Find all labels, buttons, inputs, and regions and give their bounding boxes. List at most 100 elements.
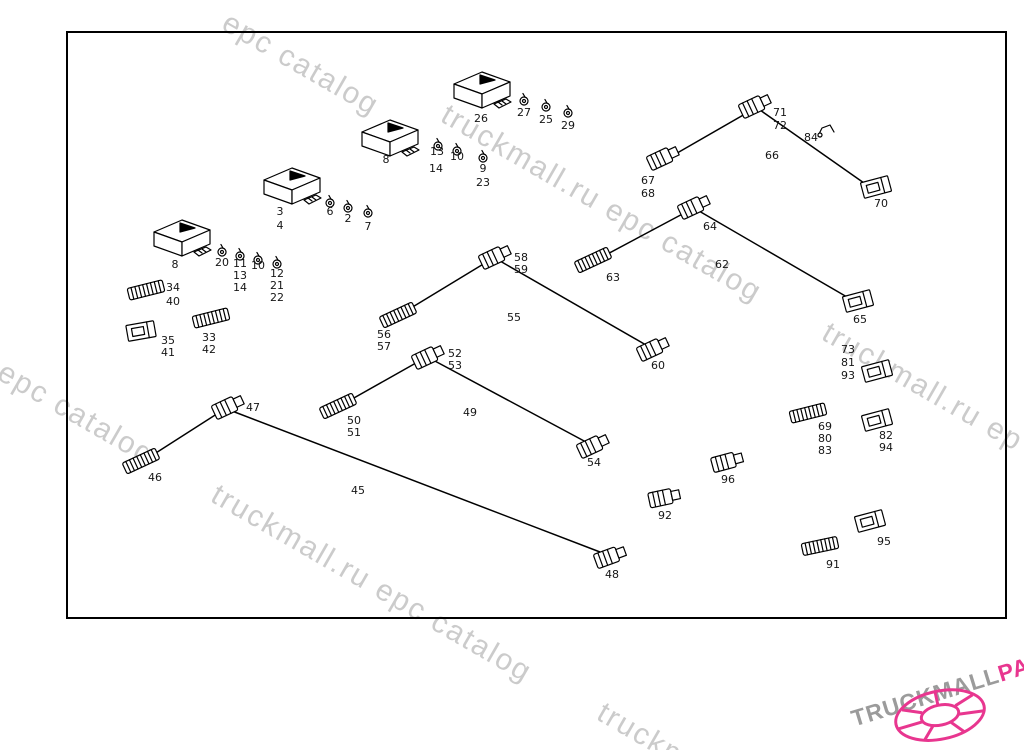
- part-number-label: 63: [606, 271, 620, 284]
- part-number-label: 68: [641, 187, 655, 200]
- part-number-label: 50: [347, 414, 361, 427]
- part-number-label: 35: [161, 334, 175, 347]
- part-number-label: 60: [651, 359, 665, 372]
- part-glyph-block-73: [861, 359, 893, 383]
- part-glyph-plug-11: [235, 247, 245, 261]
- part-number-label: 4: [277, 219, 284, 232]
- wire-line: [599, 209, 691, 259]
- part-glyph-block-95: [854, 509, 886, 533]
- part-number-label: 21: [270, 279, 284, 292]
- part-number-label: 65: [853, 313, 867, 326]
- wire-line: [499, 260, 647, 346]
- part-glyph-pin2-52: [411, 345, 445, 370]
- wire-line: [344, 358, 424, 404]
- part-number-label: 34: [166, 281, 180, 294]
- part-number-label: 45: [351, 484, 365, 497]
- part-glyph-pin2-47: [211, 395, 245, 420]
- part-glyph-relay-8: [361, 119, 420, 157]
- part-number-label: 56: [377, 328, 391, 341]
- part-number-label: 52: [448, 347, 462, 360]
- part-glyph-plug-10: [452, 142, 462, 156]
- part-number-label: 94: [879, 441, 893, 454]
- part-number-label: 95: [877, 535, 891, 548]
- part-glyph-block-35: [125, 320, 157, 342]
- part-glyph-pin2-54: [576, 434, 610, 459]
- part-glyph-strip-91: [800, 536, 840, 556]
- part-number-label: 25: [539, 113, 553, 126]
- part-number-label: 82: [879, 429, 893, 442]
- part-number-label: 47: [246, 401, 260, 414]
- part-number-label: 67: [641, 174, 655, 187]
- part-glyph-plug-10: [253, 251, 263, 265]
- part-number-label: 62: [715, 258, 729, 271]
- part-number-label: 10: [251, 259, 265, 272]
- part-number-label: 72: [773, 119, 787, 132]
- part-number-label: 69: [818, 420, 832, 433]
- part-number-label: 29: [561, 119, 575, 132]
- part-number-label: 9: [480, 162, 487, 175]
- part-glyph-pin2-92: [647, 488, 682, 509]
- part-glyph-relay-3: [263, 167, 322, 205]
- part-number-label: 3: [277, 205, 284, 218]
- part-number-label: 91: [826, 558, 840, 571]
- part-number-label: 41: [161, 346, 175, 359]
- part-glyph-plug-7: [363, 204, 373, 218]
- part-number-label: 23: [476, 176, 490, 189]
- part-glyph-strip-50: [319, 393, 357, 419]
- part-glyph-pin2-67: [646, 146, 680, 171]
- part-glyph-pin2-71: [738, 94, 772, 119]
- part-glyph-plug-25: [541, 98, 551, 112]
- part-number-label: 51: [347, 426, 361, 439]
- wire-line: [698, 210, 848, 298]
- part-number-label: 22: [270, 291, 284, 304]
- part-number-label: 13: [430, 145, 444, 158]
- part-glyph-pin2-64: [677, 195, 711, 220]
- part-glyph-relay-8: [153, 219, 212, 257]
- part-number-label: 8: [383, 153, 390, 166]
- part-number-label: 92: [658, 509, 672, 522]
- part-glyph-strip-33: [191, 307, 231, 329]
- diagram-frame: [66, 31, 1007, 619]
- part-number-label: 64: [703, 220, 717, 233]
- part-glyph-pin2-60: [636, 337, 670, 362]
- part-glyph-block-82: [861, 408, 893, 432]
- part-number-label: 48: [605, 568, 619, 581]
- part-number-label: 14: [233, 281, 247, 294]
- wheel-icon: [894, 688, 986, 742]
- part-glyph-relay-26: [453, 71, 512, 109]
- part-number-label: 27: [517, 106, 531, 119]
- part-number-label: 10: [450, 150, 464, 163]
- part-glyph-plug-6: [325, 194, 335, 208]
- part-number-label: 13: [233, 269, 247, 282]
- part-number-label: 55: [507, 311, 521, 324]
- part-number-label: 57: [377, 340, 391, 353]
- part-number-label: 80: [818, 432, 832, 445]
- part-glyph-plug-13: [433, 137, 443, 151]
- part-glyph-pin2-96: [710, 452, 745, 473]
- part-number-label: 58: [514, 251, 528, 264]
- part-number-label: 7: [365, 220, 372, 233]
- part-glyph-clip-84: [817, 124, 835, 138]
- part-glyph-strip-56: [379, 302, 417, 328]
- wire-line: [405, 259, 491, 312]
- part-number-label: 70: [874, 197, 888, 210]
- wire-line: [671, 109, 753, 157]
- part-glyph-strip-69: [788, 402, 828, 424]
- part-glyph-strip-63: [574, 247, 612, 273]
- part-number-label: 42: [202, 343, 216, 356]
- part-number-label: 8: [172, 258, 179, 271]
- part-glyph-strip-46: [122, 448, 160, 474]
- part-number-label: 66: [765, 149, 779, 162]
- part-number-label: 53: [448, 359, 462, 372]
- part-number-label: 46: [148, 471, 162, 484]
- part-glyph-plug-12: [272, 255, 282, 269]
- wire-line: [432, 359, 587, 443]
- part-number-label: 2: [345, 212, 352, 225]
- part-number-label: 11: [233, 257, 247, 270]
- wire-line: [147, 409, 224, 459]
- part-number-label: 40: [166, 295, 180, 308]
- part-glyph-plug-20: [217, 243, 227, 257]
- part-glyph-plug-9: [478, 149, 488, 163]
- part-number-label: 84: [804, 131, 818, 144]
